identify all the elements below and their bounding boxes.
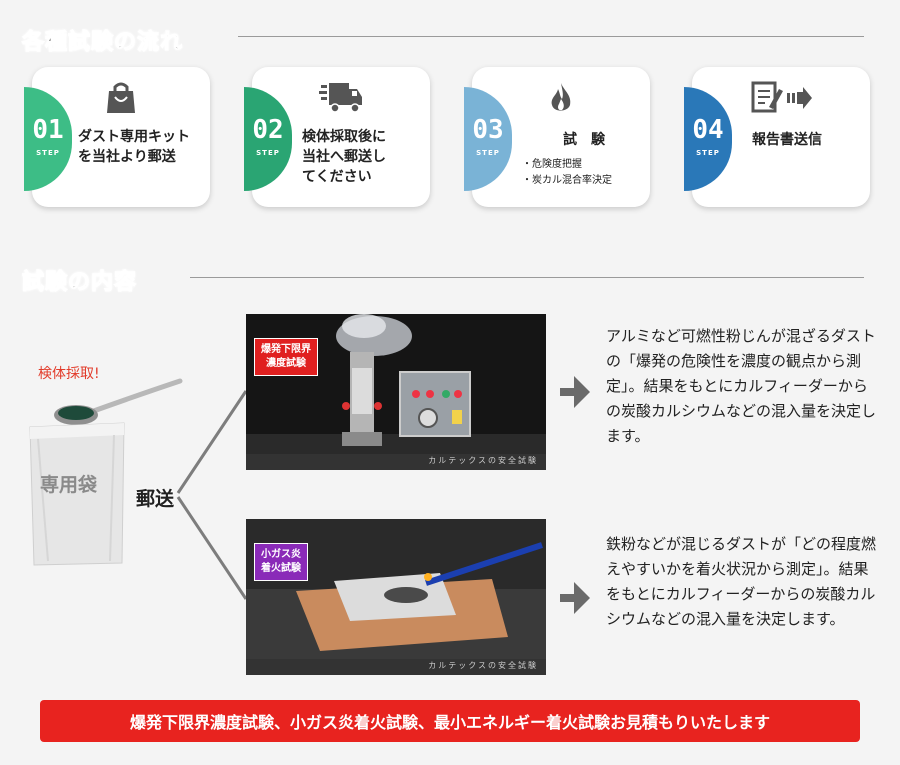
mail-label: 郵送 <box>136 488 175 510</box>
test-description: 鉄粉などが混じるダストが「どの程度燃えやすいかを着火状況から測定」。結果をもとに… <box>606 535 877 628</box>
test-description: アルミなど可燃性粉じんが混ざるダストの「爆発の危険性を濃度の観点から測定」。結果… <box>606 327 877 445</box>
delivery-truck-icon <box>252 81 430 119</box>
step-word: STEP <box>256 149 280 157</box>
test-video-2[interactable]: 小ガス炎 着火試験 カルテックスの安全試験 <box>246 519 546 675</box>
test-tag: 爆発下限界 濃度試験 <box>254 338 318 376</box>
test-tag: 小ガス炎 着火試験 <box>254 543 308 581</box>
step-text: 検体採取後に 当社へ郵送し てください <box>302 129 386 185</box>
step-card-3: 03 STEP 試 験 ・危険度把握 ・炭カル混合率決定 <box>464 67 650 207</box>
step-word: STEP <box>36 149 60 157</box>
step-list: ・危険度把握 ・炭カル混合率決定 <box>522 157 612 189</box>
list-item: ・炭カル混合率決定 <box>522 175 612 186</box>
step-title: 試 験 <box>563 132 605 148</box>
arrow-right-icon <box>560 376 590 408</box>
step-word: STEP <box>476 149 500 157</box>
step-card-4: 04 STEP 報告書送信 <box>684 67 870 207</box>
step-word: STEP <box>696 149 720 157</box>
list-item: ・危険度把握 <box>522 159 582 170</box>
arrow-right-icon <box>560 582 590 614</box>
banner-text: 爆発下限界濃度試験、小ガス炎着火試験、最小エネルギー着火試験お見積もりいたします <box>129 713 770 732</box>
section-title-flow: 各種試験の流れ <box>21 30 184 56</box>
shopping-bag-icon <box>32 81 210 119</box>
step-card-2: 02 STEP 検体採取後に 当社へ郵送し てください <box>244 67 430 207</box>
step-text: 報告書送信 <box>752 132 822 148</box>
step-number: 02 <box>252 115 284 145</box>
step-number: 03 <box>472 115 504 145</box>
step-number: 04 <box>692 115 724 145</box>
bag-label: 専用袋 <box>40 474 98 496</box>
step-number: 01 <box>32 115 64 145</box>
step-text: ダスト専用キット を当社より郵送 <box>78 129 190 165</box>
flame-icon <box>472 81 650 119</box>
sample-label: 検体採取! <box>38 366 100 382</box>
step-card-1: 01 STEP ダスト専用キット を当社より郵送 <box>24 67 210 207</box>
divider <box>238 36 864 37</box>
video-caption: カルテックスの安全試験 <box>428 456 538 465</box>
test-video-1[interactable]: 爆発下限界 濃度試験 カルテックスの安全試験 <box>246 314 546 470</box>
divider <box>190 277 864 278</box>
sample-bag-illustration <box>29 378 183 566</box>
video-caption: カルテックスの安全試験 <box>428 661 538 670</box>
quote-banner[interactable]: 爆発下限界濃度試験、小ガス炎着火試験、最小エネルギー着火試験お見積もりいたします <box>40 700 860 742</box>
branch-connector <box>176 390 248 600</box>
report-send-icon <box>692 81 870 119</box>
section-title-content: 試験の内容 <box>21 270 138 296</box>
